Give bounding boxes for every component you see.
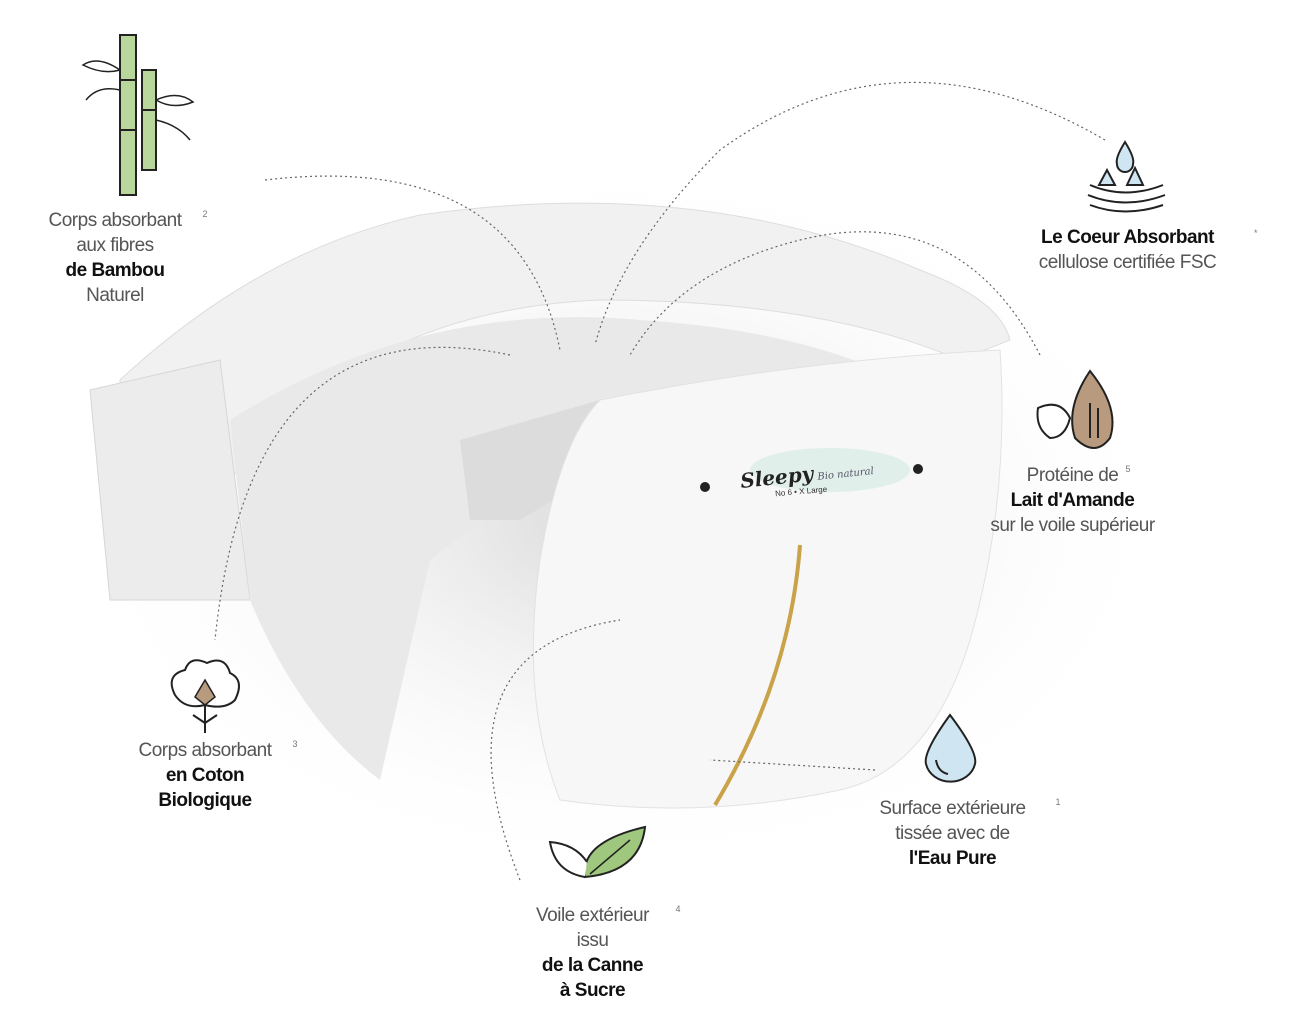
absorbent-core-icon (1087, 140, 1166, 213)
leaf-icon (548, 825, 647, 879)
cotton-icon (170, 659, 240, 733)
bamboo-icon (81, 34, 195, 196)
feature-coeur: Le Coeur Absorbant* cellulose certifiée … (1038, 227, 1258, 273)
water-drop-icon (924, 713, 977, 783)
almond-icon (1036, 369, 1114, 449)
